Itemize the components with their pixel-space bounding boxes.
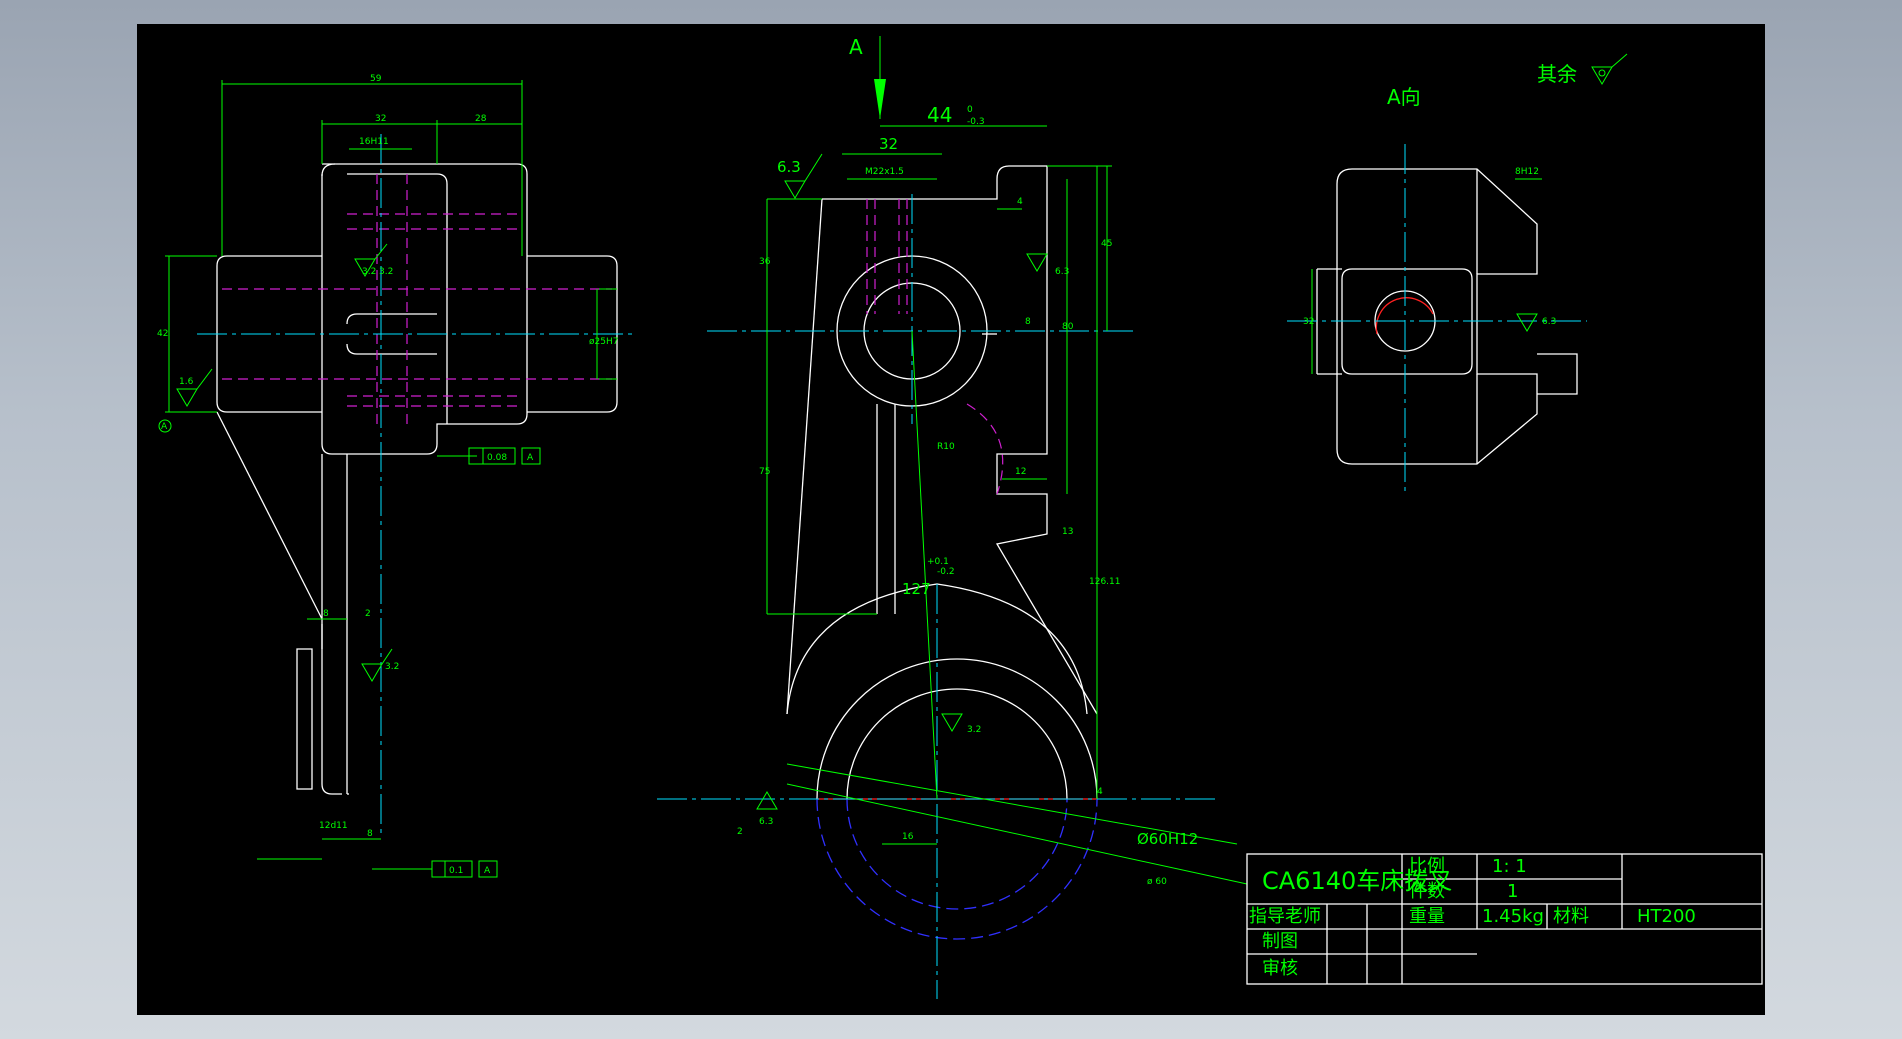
thread-m22: M22x1.5 — [865, 167, 904, 177]
teacher-label: 指导老师 — [1249, 906, 1321, 927]
dim-127: 127 — [902, 580, 931, 598]
main-view: A 44 0 -0.3 32 M22x1.5 6.3 36 75 45 6.3 … — [657, 35, 1248, 999]
datum-ref-a-1: A — [527, 453, 534, 463]
datum-a-left: A — [161, 422, 168, 432]
radius-r10: R10 — [937, 442, 955, 452]
roughness-6-3-c: 6.3 — [759, 817, 773, 827]
section-a-label: A — [849, 35, 863, 59]
title-block: CA6140车床拨叉 比例 1: 1 件数 1 指导老师 制图 审核 重量 1.… — [1246, 853, 1763, 985]
dim-4-main: 4 — [1097, 787, 1103, 797]
dim-80: 80 — [1062, 322, 1074, 332]
dim-45: 45 — [1101, 239, 1112, 249]
roughness-6-3-right: 6.3 — [1542, 317, 1556, 327]
drawing-sheet: 59 32 28 16H11 42 ø25H7 1.6 3.2 3.2 3.2 … — [137, 24, 1765, 1015]
roughness-6-3-a: 6.3 — [777, 158, 801, 176]
surface-note-label: 其余 — [1537, 62, 1577, 86]
dim-25h7: ø25H7 — [589, 337, 618, 347]
dim-32-main: 32 — [879, 135, 898, 153]
dim-8h12: 8H12 — [1515, 167, 1539, 177]
quantity-label: 件数 — [1409, 881, 1445, 902]
material-label: 材料 — [1553, 906, 1589, 927]
roughness-1-6: 1.6 — [179, 377, 194, 387]
left-view: 59 32 28 16H11 42 ø25H7 1.6 3.2 3.2 3.2 … — [157, 74, 637, 878]
dim-8-b: 8 — [367, 829, 373, 839]
dim-36: 36 — [759, 257, 771, 267]
dim-12d11: 12d11 — [319, 821, 348, 831]
dim-42: 42 — [157, 329, 168, 339]
dim-127-upper-tol: +0.1 — [927, 557, 949, 567]
weight-value: 1.45kg — [1482, 906, 1544, 927]
title-block-title: CA6140车床拨叉 — [1262, 867, 1452, 895]
tolerance-0-08: 0.08 — [487, 453, 507, 463]
dim-127-lower-tol: -0.2 — [937, 567, 955, 577]
dim-60h12: Ø60H12 — [1137, 830, 1198, 848]
dim-44-upper-tol: 0 — [967, 105, 973, 115]
datum-ref-a-2: A — [484, 866, 491, 876]
dim-75: 75 — [759, 467, 770, 477]
roughness-3-2-c: 3.2 — [385, 662, 399, 672]
roughness-symbol-icon — [1591, 53, 1628, 85]
roughness-3-2-b: 3.2 — [362, 267, 376, 277]
quantity-value: 1 — [1507, 881, 1518, 902]
dim-126: 126.11 — [1089, 577, 1121, 587]
reviewer-label: 审核 — [1262, 958, 1298, 979]
dim-60: ø 60 — [1147, 877, 1167, 887]
dim-8-a: 8 — [323, 609, 329, 619]
scale-value: 1: 1 — [1492, 856, 1527, 877]
dim-13: 13 — [1062, 527, 1073, 537]
roughness-3-2-a: 3.2 — [379, 267, 393, 277]
dim-44-lower-tol: -0.3 — [967, 117, 985, 127]
dim-28: 28 — [475, 114, 487, 124]
tolerance-0-1: 0.1 — [449, 866, 463, 876]
cad-drawing-canvas: 59 32 28 16H11 42 ø25H7 1.6 3.2 3.2 3.2 … — [157, 35, 1763, 999]
dim-59: 59 — [370, 74, 382, 84]
dim-16h11: 16H11 — [359, 137, 389, 147]
roughness-6-3-b: 6.3 — [1055, 267, 1069, 277]
dim-4: 4 — [1017, 197, 1023, 207]
dim-2: 2 — [365, 609, 371, 619]
dim-12-main: 12 — [1015, 467, 1026, 477]
roughness-3-2-main: 3.2 — [967, 725, 981, 735]
right-view: A向 其余 8H12 32 6.3 — [1287, 53, 1628, 494]
view-a-title: A向 — [1387, 85, 1421, 109]
drawn-by-label: 制图 — [1262, 931, 1298, 952]
roughness-circle-icon — [1598, 69, 1606, 77]
dim-8-main: 8 — [1025, 317, 1031, 327]
dim-44: 44 — [927, 103, 952, 127]
scale-label: 比例 — [1409, 856, 1445, 877]
material-value: HT200 — [1637, 906, 1696, 927]
dim-2-main: 2 — [737, 827, 743, 837]
dim-16: 16 — [902, 832, 914, 842]
dim-32-left: 32 — [375, 114, 386, 124]
weight-label: 重量 — [1409, 906, 1445, 927]
dim-32-right: 32 — [1303, 317, 1314, 327]
